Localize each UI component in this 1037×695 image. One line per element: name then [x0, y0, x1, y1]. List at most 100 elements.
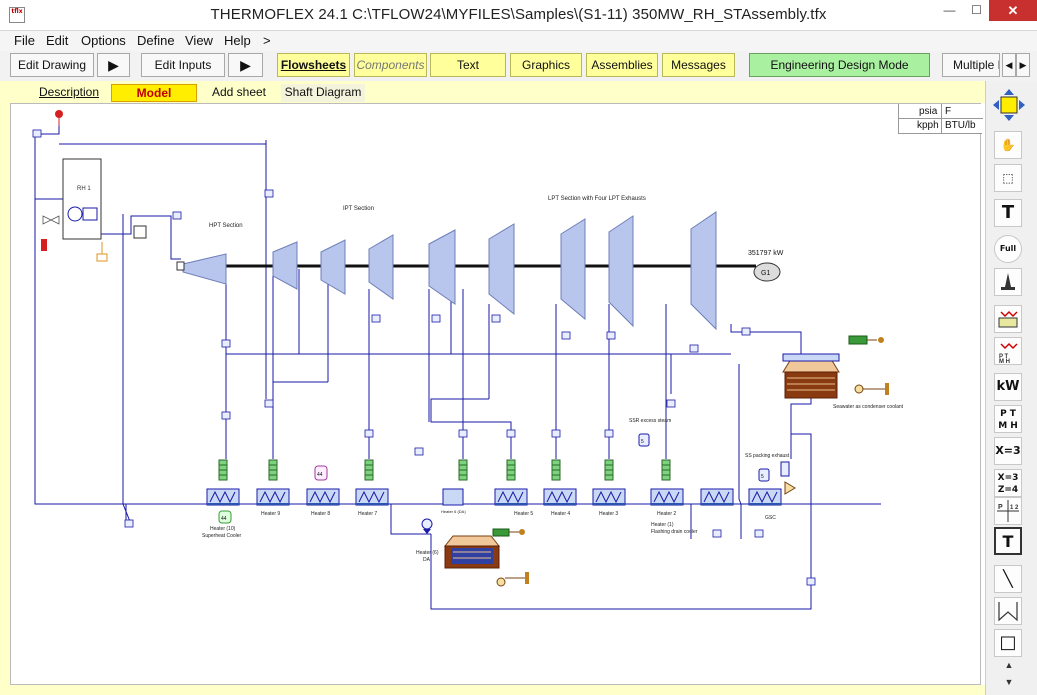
- boiler[interactable]: RH 1: [41, 158, 108, 262]
- edit-drawing-button[interactable]: Edit Drawing: [10, 53, 94, 77]
- tab-shaft-diagram[interactable]: Shaft Diagram: [281, 84, 365, 102]
- lpt-turbine-5[interactable]: [690, 211, 717, 331]
- lpt-turbine-4[interactable]: [608, 215, 634, 328]
- ipt-turbine-1[interactable]: [272, 241, 298, 290]
- cooling-water-pump-icon[interactable]: [848, 335, 884, 345]
- edit-drawing-play-button[interactable]: ▶: [97, 53, 130, 77]
- drain-pump-2[interactable]: [661, 459, 671, 481]
- da-pump-icon[interactable]: [492, 528, 525, 537]
- messages-button[interactable]: Messages: [662, 53, 735, 77]
- text-button[interactable]: Text: [430, 53, 506, 77]
- gsc-heater[interactable]: [748, 488, 782, 506]
- condenser[interactable]: [782, 353, 840, 399]
- tab-add-sheet[interactable]: Add sheet: [211, 85, 267, 99]
- scroll-right-button[interactable]: ▶: [1016, 53, 1030, 77]
- edit-inputs-button[interactable]: Edit Inputs: [141, 53, 225, 77]
- heater-2[interactable]: [650, 488, 684, 506]
- heater-8[interactable]: [306, 488, 340, 506]
- tab-description[interactable]: Description: [38, 85, 100, 99]
- menu-define[interactable]: Define: [137, 33, 175, 48]
- close-button[interactable]: ✕: [989, 0, 1037, 21]
- menu-help[interactable]: Help: [224, 33, 251, 48]
- assemblies-button[interactable]: Assemblies: [586, 53, 658, 77]
- flame-tool-icon[interactable]: [994, 268, 1022, 296]
- splitter-box[interactable]: [133, 225, 147, 239]
- deaerator-small[interactable]: [442, 488, 464, 506]
- scroll-up-button[interactable]: ▲: [1004, 660, 1014, 670]
- ptmh-tool-icon[interactable]: P T M H: [994, 405, 1022, 433]
- hpt-turbine[interactable]: [182, 253, 227, 285]
- polyline-tool-icon[interactable]: [994, 597, 1022, 625]
- heater-view-icon[interactable]: [994, 305, 1022, 333]
- x-equals-tool-icon[interactable]: X=3: [994, 437, 1022, 465]
- xz-equals-tool-icon[interactable]: X=3 Z=4: [994, 469, 1022, 497]
- menu-options[interactable]: Options: [81, 33, 126, 48]
- scroll-left-button[interactable]: ◀: [1002, 53, 1016, 77]
- ipt-turbine-2[interactable]: [320, 239, 346, 295]
- deaerator-heater-6[interactable]: [443, 535, 501, 569]
- da-source-icon[interactable]: [496, 572, 529, 587]
- scroll-down-button[interactable]: ▼: [1004, 677, 1014, 687]
- hammer-tool-icon[interactable]: T: [994, 199, 1022, 227]
- maximize-button[interactable]: ☐: [971, 3, 982, 17]
- flowsheet-canvas[interactable]: RH 1 HPT Section IPT Section LPT S: [10, 103, 983, 686]
- flowsheets-button[interactable]: Flowsheets: [277, 53, 350, 77]
- drain-pump-6[interactable]: [458, 459, 468, 481]
- tab-model[interactable]: Model: [111, 84, 197, 102]
- generator[interactable]: G1: [753, 262, 781, 282]
- drain-pump-9[interactable]: [268, 459, 278, 481]
- menu-file[interactable]: File: [14, 33, 35, 48]
- lpt-turbine-1[interactable]: [428, 229, 456, 305]
- heater-10[interactable]: [206, 488, 240, 506]
- drain-pump-10[interactable]: [218, 459, 228, 481]
- link-ss-packing[interactable]: 5: [758, 468, 770, 482]
- temperature-unit: F: [945, 106, 952, 117]
- flowsheet-diagram[interactable]: RH 1 HPT Section IPT Section LPT S: [11, 104, 982, 686]
- heater-9[interactable]: [256, 488, 290, 506]
- kw-tool-icon[interactable]: kW: [994, 373, 1022, 401]
- graphics-button[interactable]: Graphics: [510, 53, 582, 77]
- menu-view[interactable]: View: [185, 33, 213, 48]
- text-tool-icon[interactable]: T: [994, 527, 1022, 555]
- heater-6-da-label: Heater 6 (DA): [441, 509, 466, 514]
- minimize-button[interactable]: —: [943, 3, 956, 17]
- rectangle-tool-icon[interactable]: □: [994, 629, 1022, 657]
- link-ssr[interactable]: 5: [638, 433, 650, 447]
- heater-5[interactable]: [494, 488, 528, 506]
- link-heater-10[interactable]: 44: [218, 510, 232, 524]
- app-icon[interactable]: tflx: [9, 7, 25, 23]
- heater-3[interactable]: [592, 488, 626, 506]
- lpt-turbine-3[interactable]: [560, 218, 586, 321]
- feed-pump-icon[interactable]: [421, 518, 433, 534]
- heater-7[interactable]: [355, 488, 389, 506]
- edit-inputs-play-button[interactable]: ▶: [228, 53, 263, 77]
- hpt-inlet-valve[interactable]: [176, 261, 185, 271]
- menu-edit[interactable]: Edit: [46, 33, 69, 48]
- select-tool-icon[interactable]: ⬚: [994, 164, 1022, 192]
- pan-navigator-icon[interactable]: [993, 89, 1025, 121]
- multiple-button[interactable]: Multiple F: [942, 53, 1000, 77]
- lpt-turbine-2[interactable]: [488, 223, 515, 316]
- canvas-margin-left: [0, 103, 10, 695]
- menu-more[interactable]: >: [263, 33, 271, 48]
- zoom-full-icon[interactable]: Full: [994, 235, 1022, 263]
- line-tool-icon[interactable]: ╲: [994, 565, 1022, 593]
- gsc-ejector-icon[interactable]: [780, 429, 796, 495]
- heater-1[interactable]: [700, 488, 734, 506]
- drain-pump-4[interactable]: [551, 459, 561, 481]
- link-heater-8[interactable]: 44: [314, 465, 328, 481]
- drain-pump-3[interactable]: [604, 459, 614, 481]
- fuel-inlet-icon[interactable]: [55, 110, 63, 126]
- seawater-source-icon[interactable]: [854, 383, 889, 395]
- lpt-section-label: LPT Section with Four LPT Exhausts: [548, 196, 646, 202]
- ipt-turbine-3[interactable]: [368, 234, 394, 300]
- drain-pump-5[interactable]: [506, 459, 516, 481]
- hand-tool-icon[interactable]: ✋: [994, 131, 1022, 159]
- svg-text:P: P: [998, 504, 1003, 511]
- heater-4[interactable]: [543, 488, 577, 506]
- engineering-design-mode-button[interactable]: Engineering Design Mode: [749, 53, 930, 77]
- drain-pump-7[interactable]: [364, 459, 374, 481]
- components-button[interactable]: Components: [354, 53, 427, 77]
